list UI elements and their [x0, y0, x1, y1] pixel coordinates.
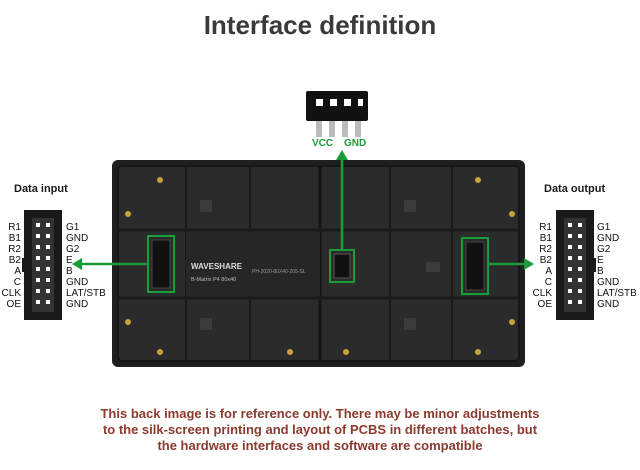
board-brand: WAVESHARE — [191, 262, 243, 271]
output-connector-onboard — [461, 237, 489, 295]
power-connector — [306, 91, 368, 137]
data-output-label: Data output — [544, 183, 606, 195]
reference-note: This back image is for reference only. T… — [100, 406, 540, 453]
arrow-power — [336, 150, 348, 250]
board-serial: PH-2020-80X40-205-SL — [252, 269, 306, 275]
output-idc-connector — [556, 210, 596, 320]
page-title: Interface definition — [203, 10, 437, 40]
board-model: B-Matrix P4 80x40 — [191, 277, 236, 283]
gnd-power-label: GND — [344, 138, 367, 149]
power-connector-onboard — [329, 249, 355, 283]
input-connector-onboard — [147, 235, 175, 293]
data-input-label: Data input — [14, 183, 68, 195]
vcc-label: VCC — [312, 138, 334, 149]
input-idc-connector — [22, 210, 62, 320]
arrow-input — [72, 258, 148, 270]
arrow-output — [488, 258, 534, 270]
